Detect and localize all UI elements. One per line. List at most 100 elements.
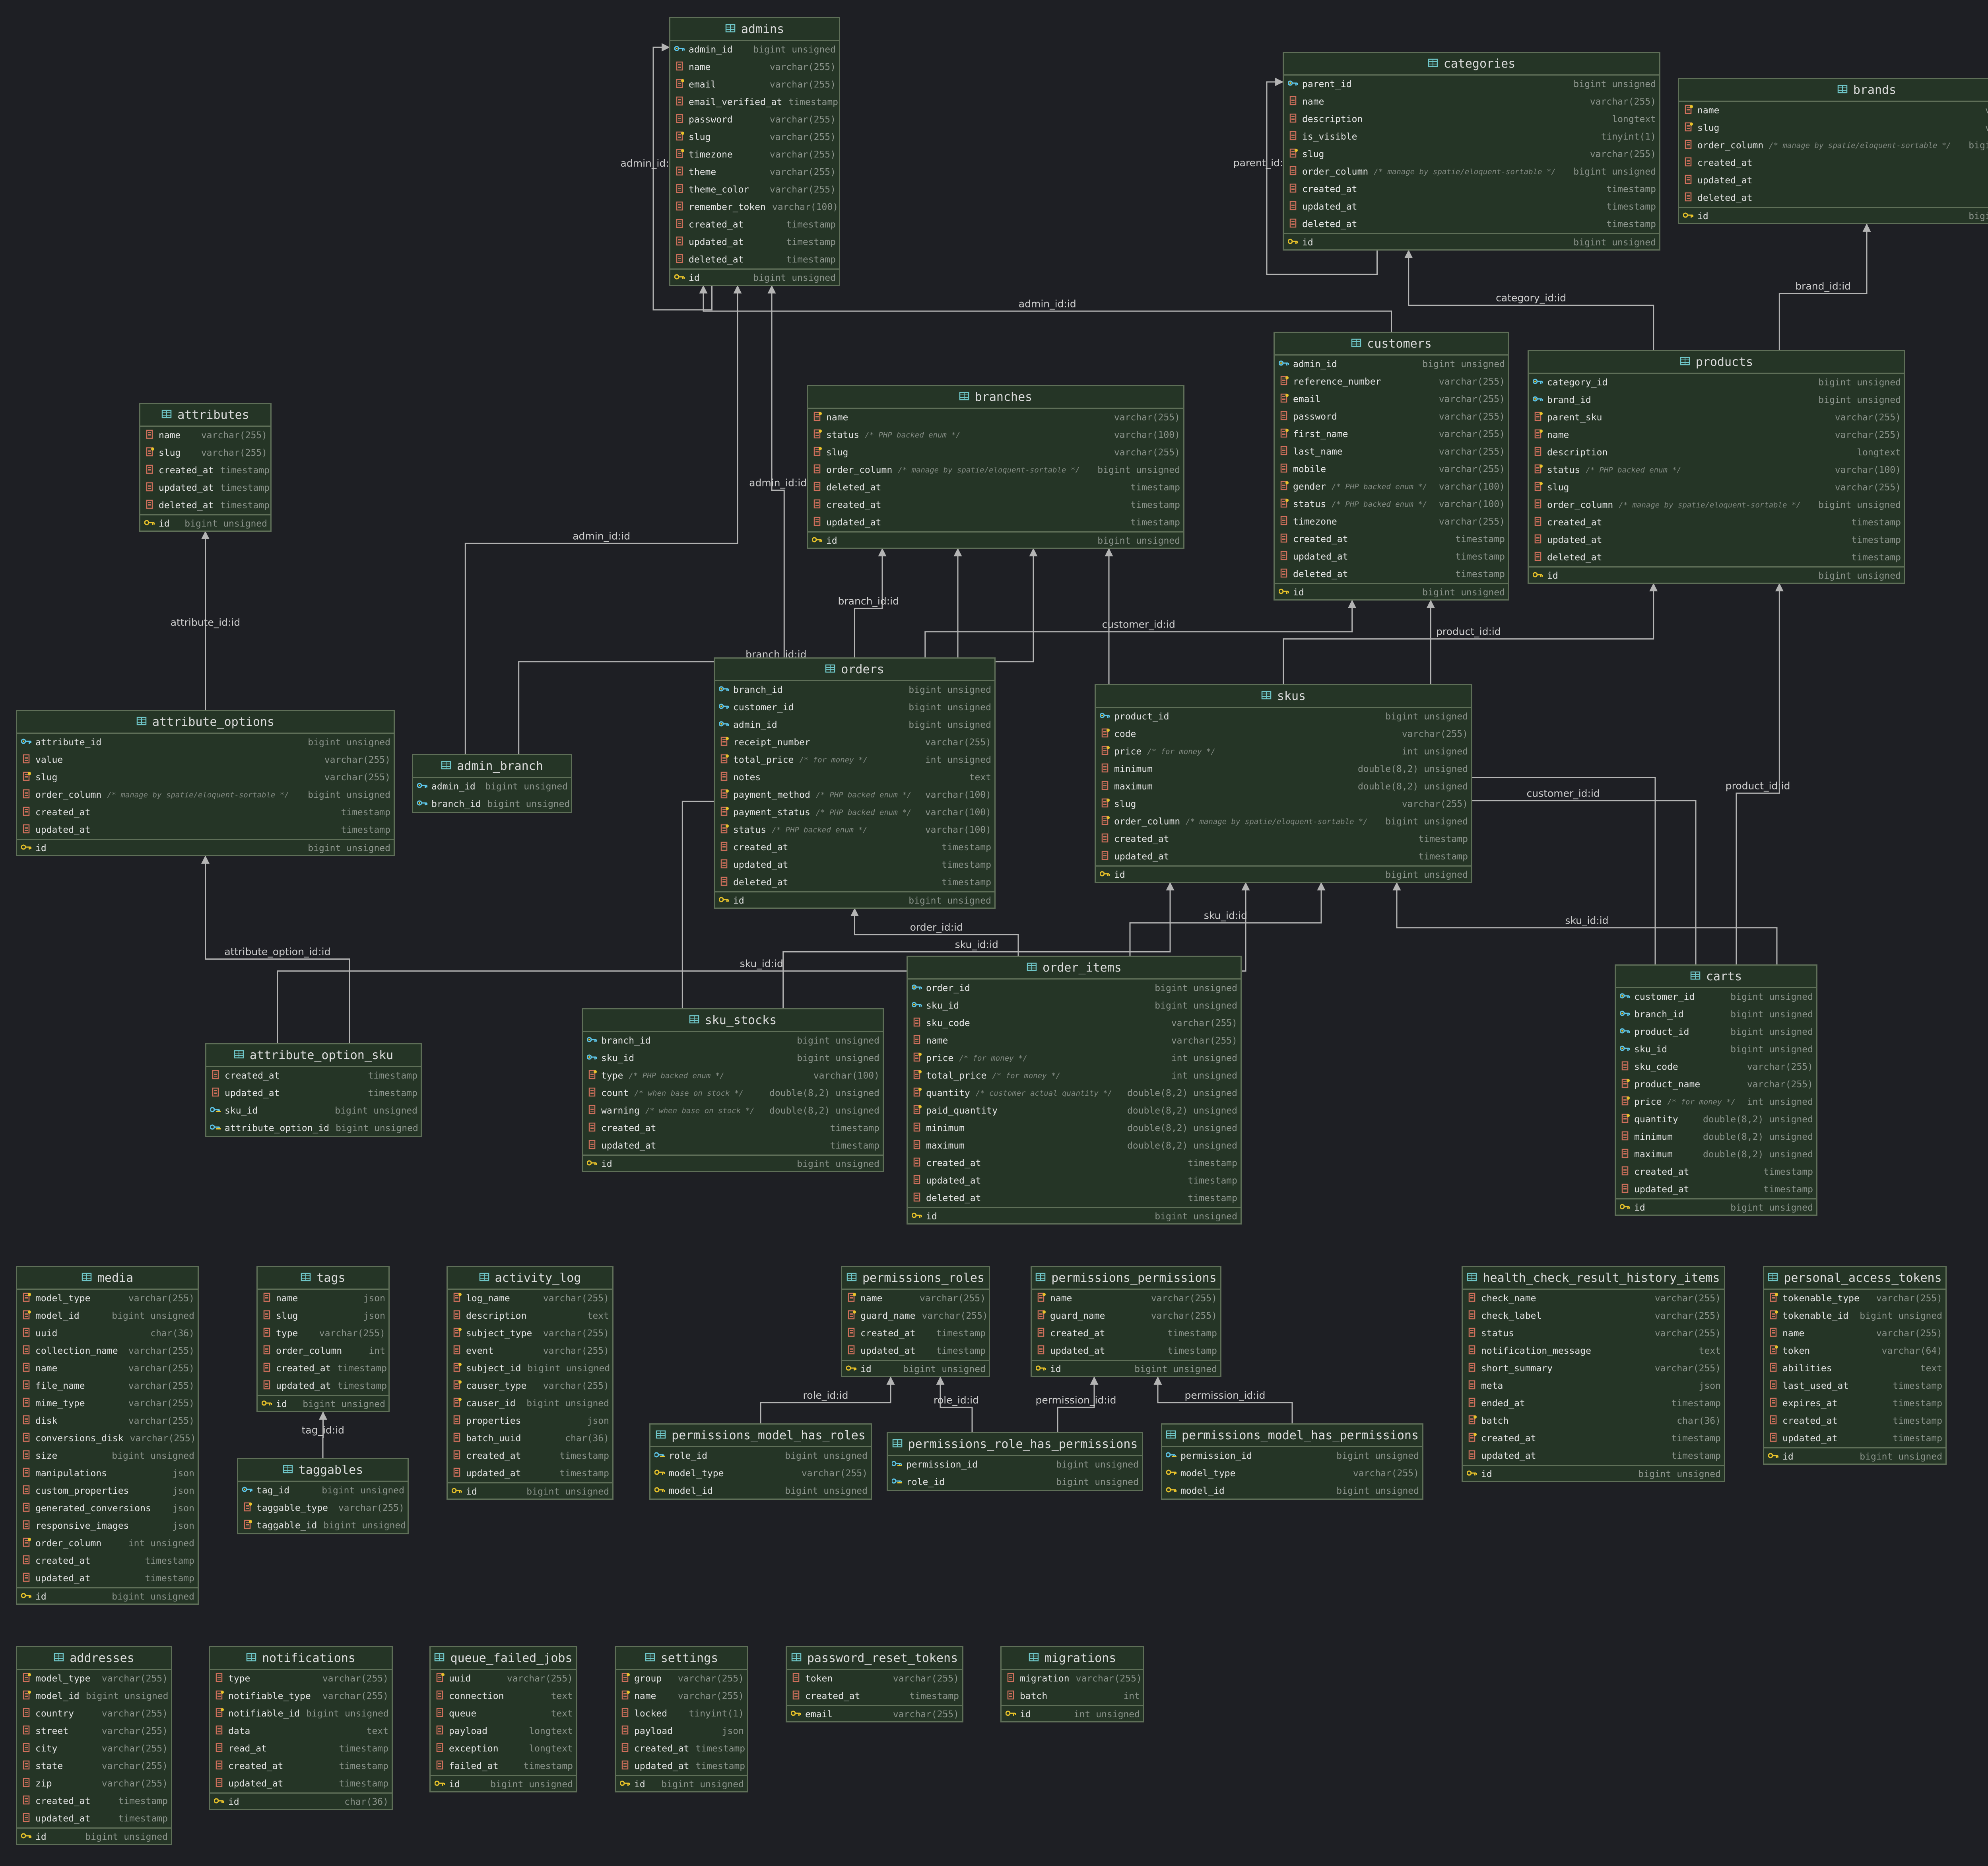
relationship-line[interactable] xyxy=(1778,223,1871,350)
column-row[interactable]: order_column/* manage by spatie/eloquent… xyxy=(808,461,1183,479)
relationship-line[interactable] xyxy=(277,882,1250,1043)
column-row[interactable]: order_column/* manage by spatie/eloquent… xyxy=(1679,137,1988,154)
column-row[interactable]: order_column/* manage by spatie/eloquent… xyxy=(1284,163,1659,181)
relationship-permissions-role-has-permissions-to-permissions-permissions[interactable]: permission_id:id xyxy=(1035,1376,1116,1432)
table-header[interactable]: permissions_roles xyxy=(842,1267,989,1290)
table-header[interactable]: admins xyxy=(670,18,839,41)
column-row[interactable]: status/* PHP backed enum */varchar(100) xyxy=(808,426,1183,444)
column-row[interactable]: gender/* PHP backed enum */varchar(100) xyxy=(1275,478,1508,496)
column-row[interactable]: payment_method/* PHP backed enum */varch… xyxy=(715,786,994,804)
column-row[interactable]: order_column/* manage by spatie/eloquent… xyxy=(1096,813,1471,830)
column-row[interactable]: count/* when base on stock */double(8,2)… xyxy=(583,1085,883,1102)
relationship-attribute-option-sku-to-attribute-options[interactable]: attribute_option_id:id xyxy=(201,855,350,1043)
column-row[interactable]: price/* for money */int unsigned xyxy=(908,1050,1241,1067)
table-header[interactable]: permissions_model_has_permissions xyxy=(1162,1425,1422,1447)
relationship-categories-to-categories[interactable]: parent_id:id xyxy=(1233,78,1378,275)
table-header[interactable]: attribute_option_sku xyxy=(206,1044,421,1067)
table-header[interactable]: order_items xyxy=(908,957,1241,980)
relationship-line[interactable] xyxy=(201,855,350,1043)
relationship-line[interactable] xyxy=(854,548,887,657)
column-row[interactable]: type/* PHP backed enum */varchar(100) xyxy=(583,1067,883,1085)
column-row[interactable]: total_price/* for money */int unsigned xyxy=(908,1067,1241,1085)
column-row[interactable]: status/* PHP backed enum */varchar(100) xyxy=(1275,496,1508,513)
column-row[interactable]: payment_status/* PHP backed enum */varch… xyxy=(715,804,994,821)
relationship-line[interactable] xyxy=(760,1376,895,1423)
